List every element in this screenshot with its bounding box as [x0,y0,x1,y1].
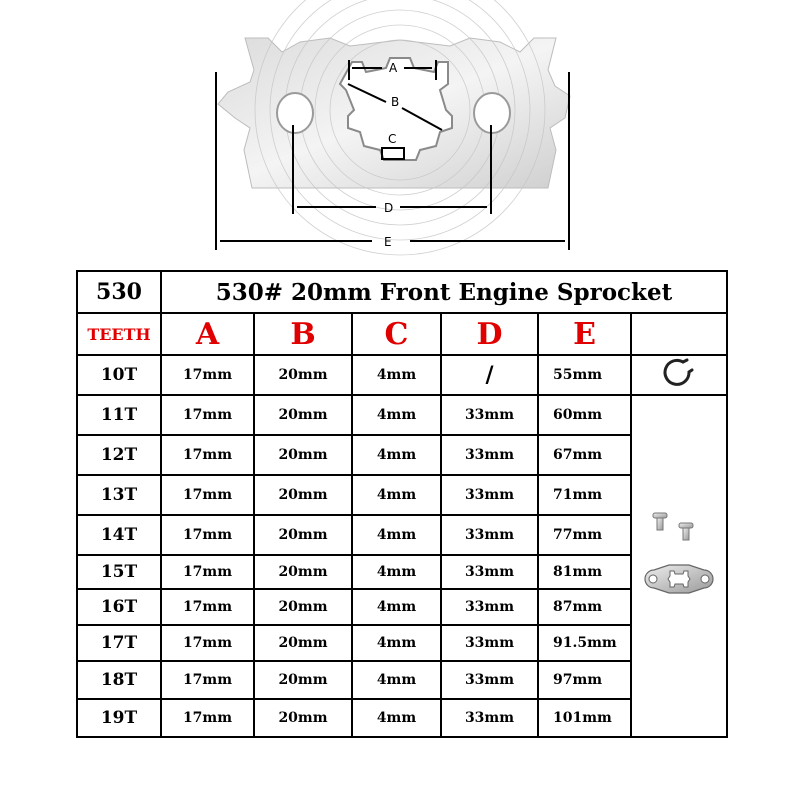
dimension-e-cell: 87mm [537,588,632,626]
dimension-b-cell: 20mm [253,698,353,738]
dimension-e-cell: 55mm [537,354,632,396]
column-header-c: C [351,312,442,356]
dimension-d-cell: 33mm [440,434,539,476]
dimension-b-cell: 20mm [253,354,353,396]
dim-label-e: E [384,235,392,249]
dimension-c-cell: 4mm [351,514,442,556]
column-header-d: D [440,312,539,356]
teeth-header: TEETH [76,312,162,356]
dimension-c-cell: 4mm [351,434,442,476]
dimension-c-cell: 4mm [351,698,442,738]
dimension-a-cell: 17mm [160,624,255,662]
dimension-d-cell: 33mm [440,474,539,516]
teeth-count-cell: 18T [76,660,162,700]
dimension-e-cell: 67mm [537,434,632,476]
dimension-a-cell: 17mm [160,660,255,700]
teeth-count-cell: 10T [76,354,162,396]
dimension-c-cell: 4mm [351,474,442,516]
dimension-a-cell: 17mm [160,554,255,590]
dimension-b-cell: 20mm [253,434,353,476]
dimension-b-cell: 20mm [253,588,353,626]
dimension-d-cell: 33mm [440,514,539,556]
teeth-count-cell: 16T [76,588,162,626]
dimension-a-cell: 17mm [160,394,255,436]
table-title: 530# 20mm Front Engine Sprocket [160,270,728,314]
dimension-a-cell: 17mm [160,514,255,556]
sprocket-spec-table: 530 530# 20mm Front Engine Sprocket TEET… [76,270,728,738]
dimension-e-cell: 60mm [537,394,632,436]
dimension-d-cell: 33mm [440,660,539,700]
dimension-a-cell: 17mm [160,434,255,476]
dimension-d-cell: 33mm [440,698,539,738]
dimension-a-cell: 17mm [160,588,255,626]
teeth-count-cell: 12T [76,434,162,476]
dim-label-a: A [389,61,398,75]
dimension-e-cell: 97mm [537,660,632,700]
dimension-c-cell: 4mm [351,554,442,590]
dimension-c-cell: 4mm [351,624,442,662]
sprocket-dimension-diagram: A B C D E [215,0,571,256]
column-header-b: B [253,312,353,356]
dimension-d-cell: 33mm [440,624,539,662]
teeth-count-cell: 19T [76,698,162,738]
dimension-e-cell: 91.5mm [537,624,632,662]
teeth-count-cell: 14T [76,514,162,556]
lock-plate-and-bolts-icon [644,512,714,594]
dimension-b-cell: 20mm [253,394,353,436]
teeth-count-cell: 15T [76,554,162,590]
teeth-count-cell: 17T [76,624,162,662]
dimension-d-cell: / [440,354,539,396]
dimension-d-cell: 33mm [440,588,539,626]
dimension-e-cell: 81mm [537,554,632,590]
dimension-e-cell: 71mm [537,474,632,516]
dimension-c-cell: 4mm [351,588,442,626]
dimension-lines [215,60,570,250]
dimension-a-cell: 17mm [160,698,255,738]
dimension-e-cell: 101mm [537,698,632,738]
dimension-b-cell: 20mm [253,660,353,700]
dim-label-b: B [391,95,399,109]
circlip-image-cell [630,354,728,396]
table-header-row: TEETH A B C D E [76,312,728,356]
dimension-c-cell: 4mm [351,394,442,436]
sprocket-photo [217,0,571,256]
dimension-e-cell: 77mm [537,514,632,556]
dimension-a-cell: 17mm [160,474,255,516]
column-header-e: E [537,312,632,356]
dimension-d-cell: 33mm [440,554,539,590]
dimension-d-cell: 33mm [440,394,539,436]
dimension-b-cell: 20mm [253,624,353,662]
dim-label-d: D [384,201,393,215]
header-blank-cell [630,312,728,356]
table-title-row: 530 530# 20mm Front Engine Sprocket [76,270,728,314]
dimension-b-cell: 20mm [253,474,353,516]
dimension-a-cell: 17mm [160,354,255,396]
dimension-b-cell: 20mm [253,554,353,590]
circlip-icon [663,358,694,386]
dimension-c-cell: 4mm [351,354,442,396]
dim-label-c: C [388,132,396,146]
lock-plate-image-cell [630,394,728,738]
dimension-c-cell: 4mm [351,660,442,700]
teeth-count-cell: 11T [76,394,162,436]
teeth-count-cell: 13T [76,474,162,516]
dimension-b-cell: 20mm [253,514,353,556]
model-number: 530 [76,270,162,314]
column-header-a: A [160,312,255,356]
